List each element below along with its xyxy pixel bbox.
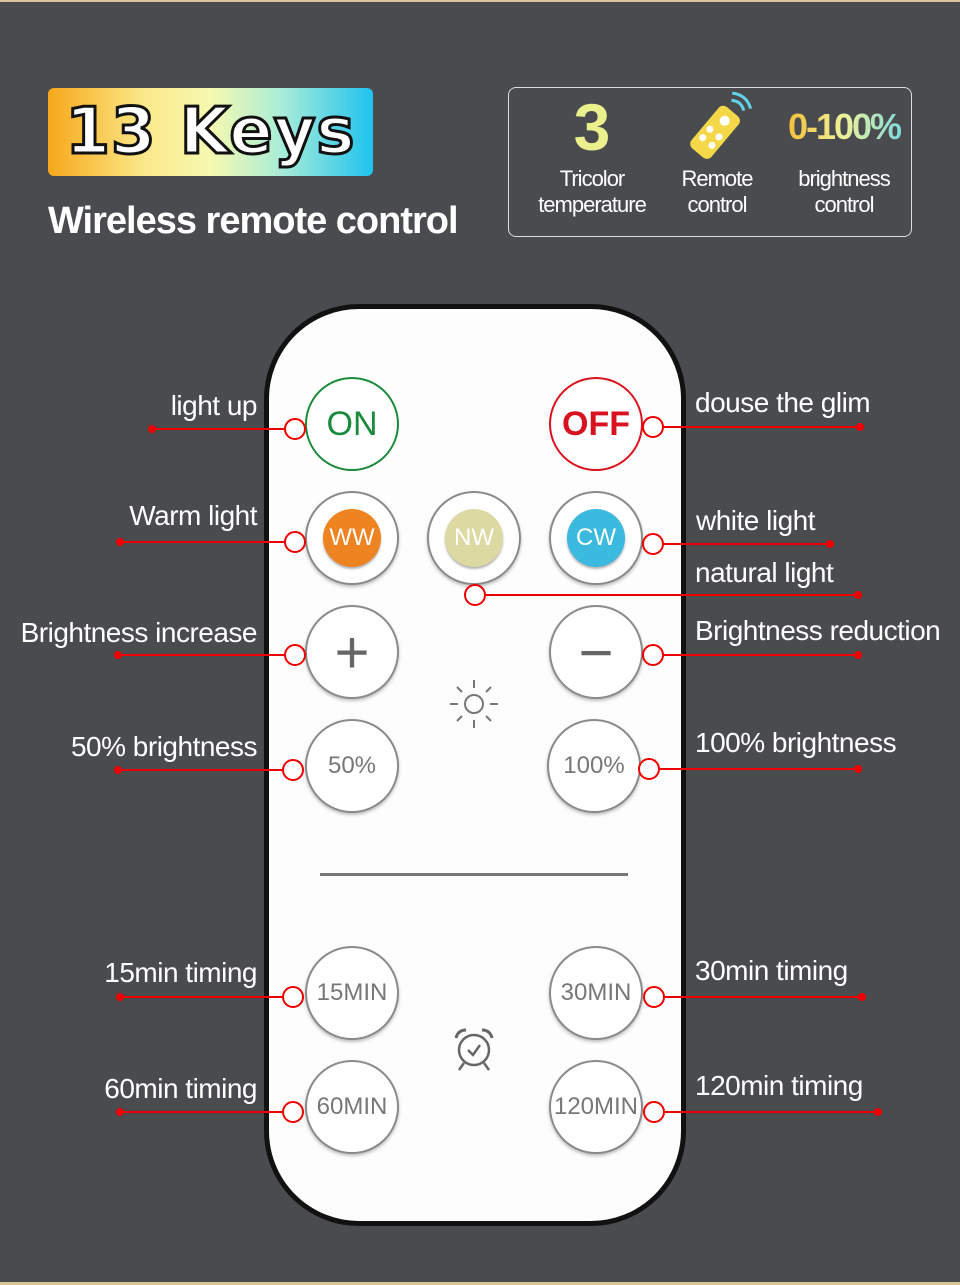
- callout-line: [120, 541, 295, 543]
- callout-ring: [643, 986, 665, 1008]
- plus-icon: +: [334, 618, 370, 686]
- timer-60-button[interactable]: 60MIN: [305, 1060, 399, 1154]
- callout-dot: [854, 591, 862, 599]
- natural-white-button[interactable]: NW: [427, 491, 521, 585]
- callout-dot: [854, 765, 862, 773]
- off-label: OFF: [562, 404, 630, 443]
- divider: [320, 873, 628, 876]
- callout-ring: [464, 584, 486, 606]
- brightness-increase-button[interactable]: +: [305, 605, 399, 699]
- callout-line: [654, 1111, 878, 1113]
- callout-label: 100% brightness: [695, 727, 897, 758]
- callout-line: [120, 996, 293, 998]
- callout-ring: [282, 1101, 304, 1123]
- callout-ring: [638, 758, 660, 780]
- callout-ring: [284, 531, 306, 553]
- m30-label: 30MIN: [560, 979, 632, 1006]
- callout-line: [649, 768, 858, 770]
- callout-label: 50% brightness: [70, 731, 258, 762]
- callout-ring: [642, 416, 664, 438]
- subtitle: Wireless remote control: [48, 200, 459, 242]
- callout-dot: [114, 766, 122, 774]
- callout-line: [152, 428, 295, 430]
- remote-icon: [652, 88, 782, 166]
- m120-label: 120MIN: [553, 1093, 639, 1120]
- callout-line: [653, 654, 858, 656]
- m60-label: 60MIN: [316, 1093, 388, 1120]
- feature-box: 3 Tricolor temperature Remote control 0-…: [508, 87, 912, 237]
- feature-line: control: [687, 192, 747, 217]
- feature-line: control: [814, 192, 874, 217]
- callout-dot: [148, 425, 156, 433]
- callout-dot: [856, 423, 864, 431]
- callout-label: 60min timing: [104, 1073, 257, 1104]
- callout-dot: [116, 1108, 124, 1116]
- alarm-clock-icon: [454, 1028, 494, 1071]
- callout-label: white light: [696, 505, 816, 536]
- p100-label: 100%: [563, 752, 625, 779]
- on-button[interactable]: ON: [305, 377, 399, 471]
- callout-label: Warm light: [129, 500, 257, 531]
- callout-label: douse the glim: [695, 387, 871, 418]
- cw-label: CW: [567, 509, 625, 567]
- brightness-100-button[interactable]: 100%: [547, 719, 641, 813]
- feature-line: Tricolor: [559, 166, 626, 191]
- p50-label: 50%: [327, 752, 377, 779]
- timer-30-button[interactable]: 30MIN: [549, 946, 643, 1040]
- callout-line: [475, 594, 858, 596]
- callout-dot: [826, 540, 834, 548]
- warm-white-button[interactable]: WW: [305, 491, 399, 585]
- nw-label: NW: [445, 509, 503, 567]
- feature-percent: 0-100%: [779, 88, 909, 166]
- ww-label: WW: [323, 509, 381, 567]
- timer-15-button[interactable]: 15MIN: [305, 946, 399, 1040]
- feature-line: brightness: [798, 166, 891, 191]
- callout-ring: [643, 1101, 665, 1123]
- keys-badge: 13 Keys: [48, 88, 373, 176]
- callout-ring: [642, 533, 664, 555]
- callout-label: natural light: [695, 557, 834, 588]
- callout-label: 15min timing: [104, 957, 257, 988]
- minus-icon: −: [578, 618, 614, 686]
- callout-ring: [284, 644, 306, 666]
- callout-dot: [854, 651, 862, 659]
- m15-label: 15MIN: [316, 979, 388, 1006]
- timer-120-button[interactable]: 120MIN: [549, 1060, 643, 1154]
- on-label: ON: [326, 404, 378, 443]
- callout-line: [120, 1111, 293, 1113]
- callout-label: Brightness increase: [20, 617, 258, 648]
- callout-dot: [116, 538, 124, 546]
- callout-ring: [642, 644, 664, 666]
- feature-brightness: 0-100% brightness control: [779, 88, 909, 218]
- callout-ring: [282, 986, 304, 1008]
- callout-ring: [284, 418, 306, 440]
- callout-dot: [114, 651, 122, 659]
- feature-line: Remote: [681, 166, 753, 191]
- callout-line: [654, 996, 862, 998]
- sun-icon: [450, 680, 498, 728]
- callout-label: Brightness reduction: [695, 615, 941, 646]
- callout-ring: [282, 759, 304, 781]
- callout-label: 30min timing: [695, 955, 848, 986]
- callout-label: light up: [170, 390, 258, 421]
- cool-white-button[interactable]: CW: [549, 491, 643, 585]
- feature-remote: Remote control: [652, 88, 782, 218]
- callout-dot: [858, 993, 866, 1001]
- brightness-50-button[interactable]: 50%: [305, 719, 399, 813]
- callout-line: [653, 426, 860, 428]
- feature-tricolor: 3 Tricolor temperature: [527, 88, 657, 218]
- feature-number: 3: [573, 90, 611, 164]
- keys-title: 13 Keys: [64, 94, 356, 171]
- callout-label: 120min timing: [695, 1070, 863, 1101]
- callout-dot: [116, 993, 124, 1001]
- brightness-decrease-button[interactable]: −: [549, 605, 643, 699]
- callout-line: [118, 654, 295, 656]
- callout-line: [653, 543, 830, 545]
- callout-line: [118, 769, 293, 771]
- callout-dot: [874, 1108, 882, 1116]
- off-button[interactable]: OFF: [549, 377, 643, 471]
- feature-line: temperature: [538, 192, 647, 217]
